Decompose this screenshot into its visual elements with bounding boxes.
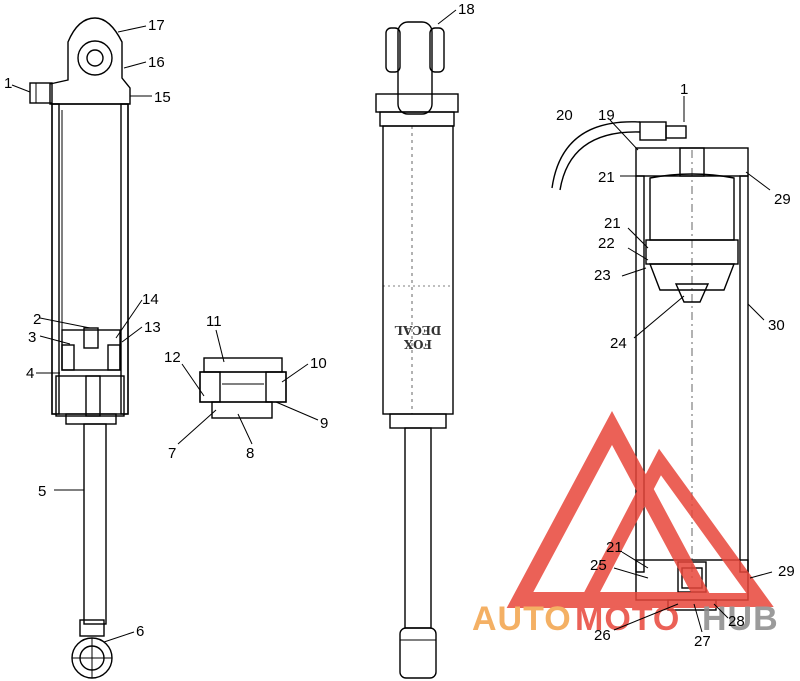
label-21-c: 21 <box>606 539 623 556</box>
watermark-text-moto: MOTO <box>575 600 680 638</box>
label-30: 30 <box>768 317 785 334</box>
label-14: 14 <box>142 291 159 308</box>
label-29-top: 29 <box>774 191 791 208</box>
left-shock-cutaway <box>29 17 131 679</box>
label-1-right: 1 <box>680 81 688 98</box>
label-8: 8 <box>246 445 254 462</box>
label-6: 6 <box>136 623 144 640</box>
label-29-bottom: 29 <box>778 563 795 580</box>
decal-fox-text: FOX <box>403 337 432 351</box>
watermark-text-auto: AUTO <box>472 600 572 638</box>
label-20: 20 <box>556 107 573 124</box>
label-16: 16 <box>148 54 165 71</box>
label-3: 3 <box>28 329 36 346</box>
label-28: 28 <box>728 613 745 630</box>
bearing-cap-part <box>199 357 287 419</box>
leader-lines <box>11 9 773 643</box>
label-10: 10 <box>310 355 327 372</box>
label-4: 4 <box>26 365 34 382</box>
label-7: 7 <box>168 445 176 462</box>
label-23: 23 <box>594 267 611 284</box>
label-25: 25 <box>590 557 607 574</box>
label-5: 5 <box>38 483 46 500</box>
label-21-a: 21 <box>598 169 615 186</box>
watermark-logo: AUTO MOTO HUB <box>472 411 779 638</box>
label-11: 11 <box>206 313 222 330</box>
watermark-text-hub: HUB <box>702 600 779 638</box>
label-15: 15 <box>154 89 171 106</box>
part-number-labels: 1 2 3 4 5 6 7 8 9 10 11 12 13 14 15 16 1… <box>4 1 795 650</box>
label-9: 9 <box>320 415 328 432</box>
label-12: 12 <box>164 349 181 366</box>
center-shock-exterior: FOX DECAL <box>375 21 459 679</box>
label-13: 13 <box>144 319 161 336</box>
label-2: 2 <box>33 311 41 328</box>
label-27: 27 <box>694 633 711 650</box>
label-24: 24 <box>610 335 627 352</box>
label-17: 17 <box>148 17 165 34</box>
label-22: 22 <box>598 235 615 252</box>
label-18: 18 <box>458 1 475 18</box>
decal-name-text: DECAL <box>394 323 441 337</box>
label-21-b: 21 <box>604 215 621 232</box>
label-19: 19 <box>598 107 615 124</box>
label-1-left: 1 <box>4 75 12 92</box>
label-26: 26 <box>594 627 611 644</box>
